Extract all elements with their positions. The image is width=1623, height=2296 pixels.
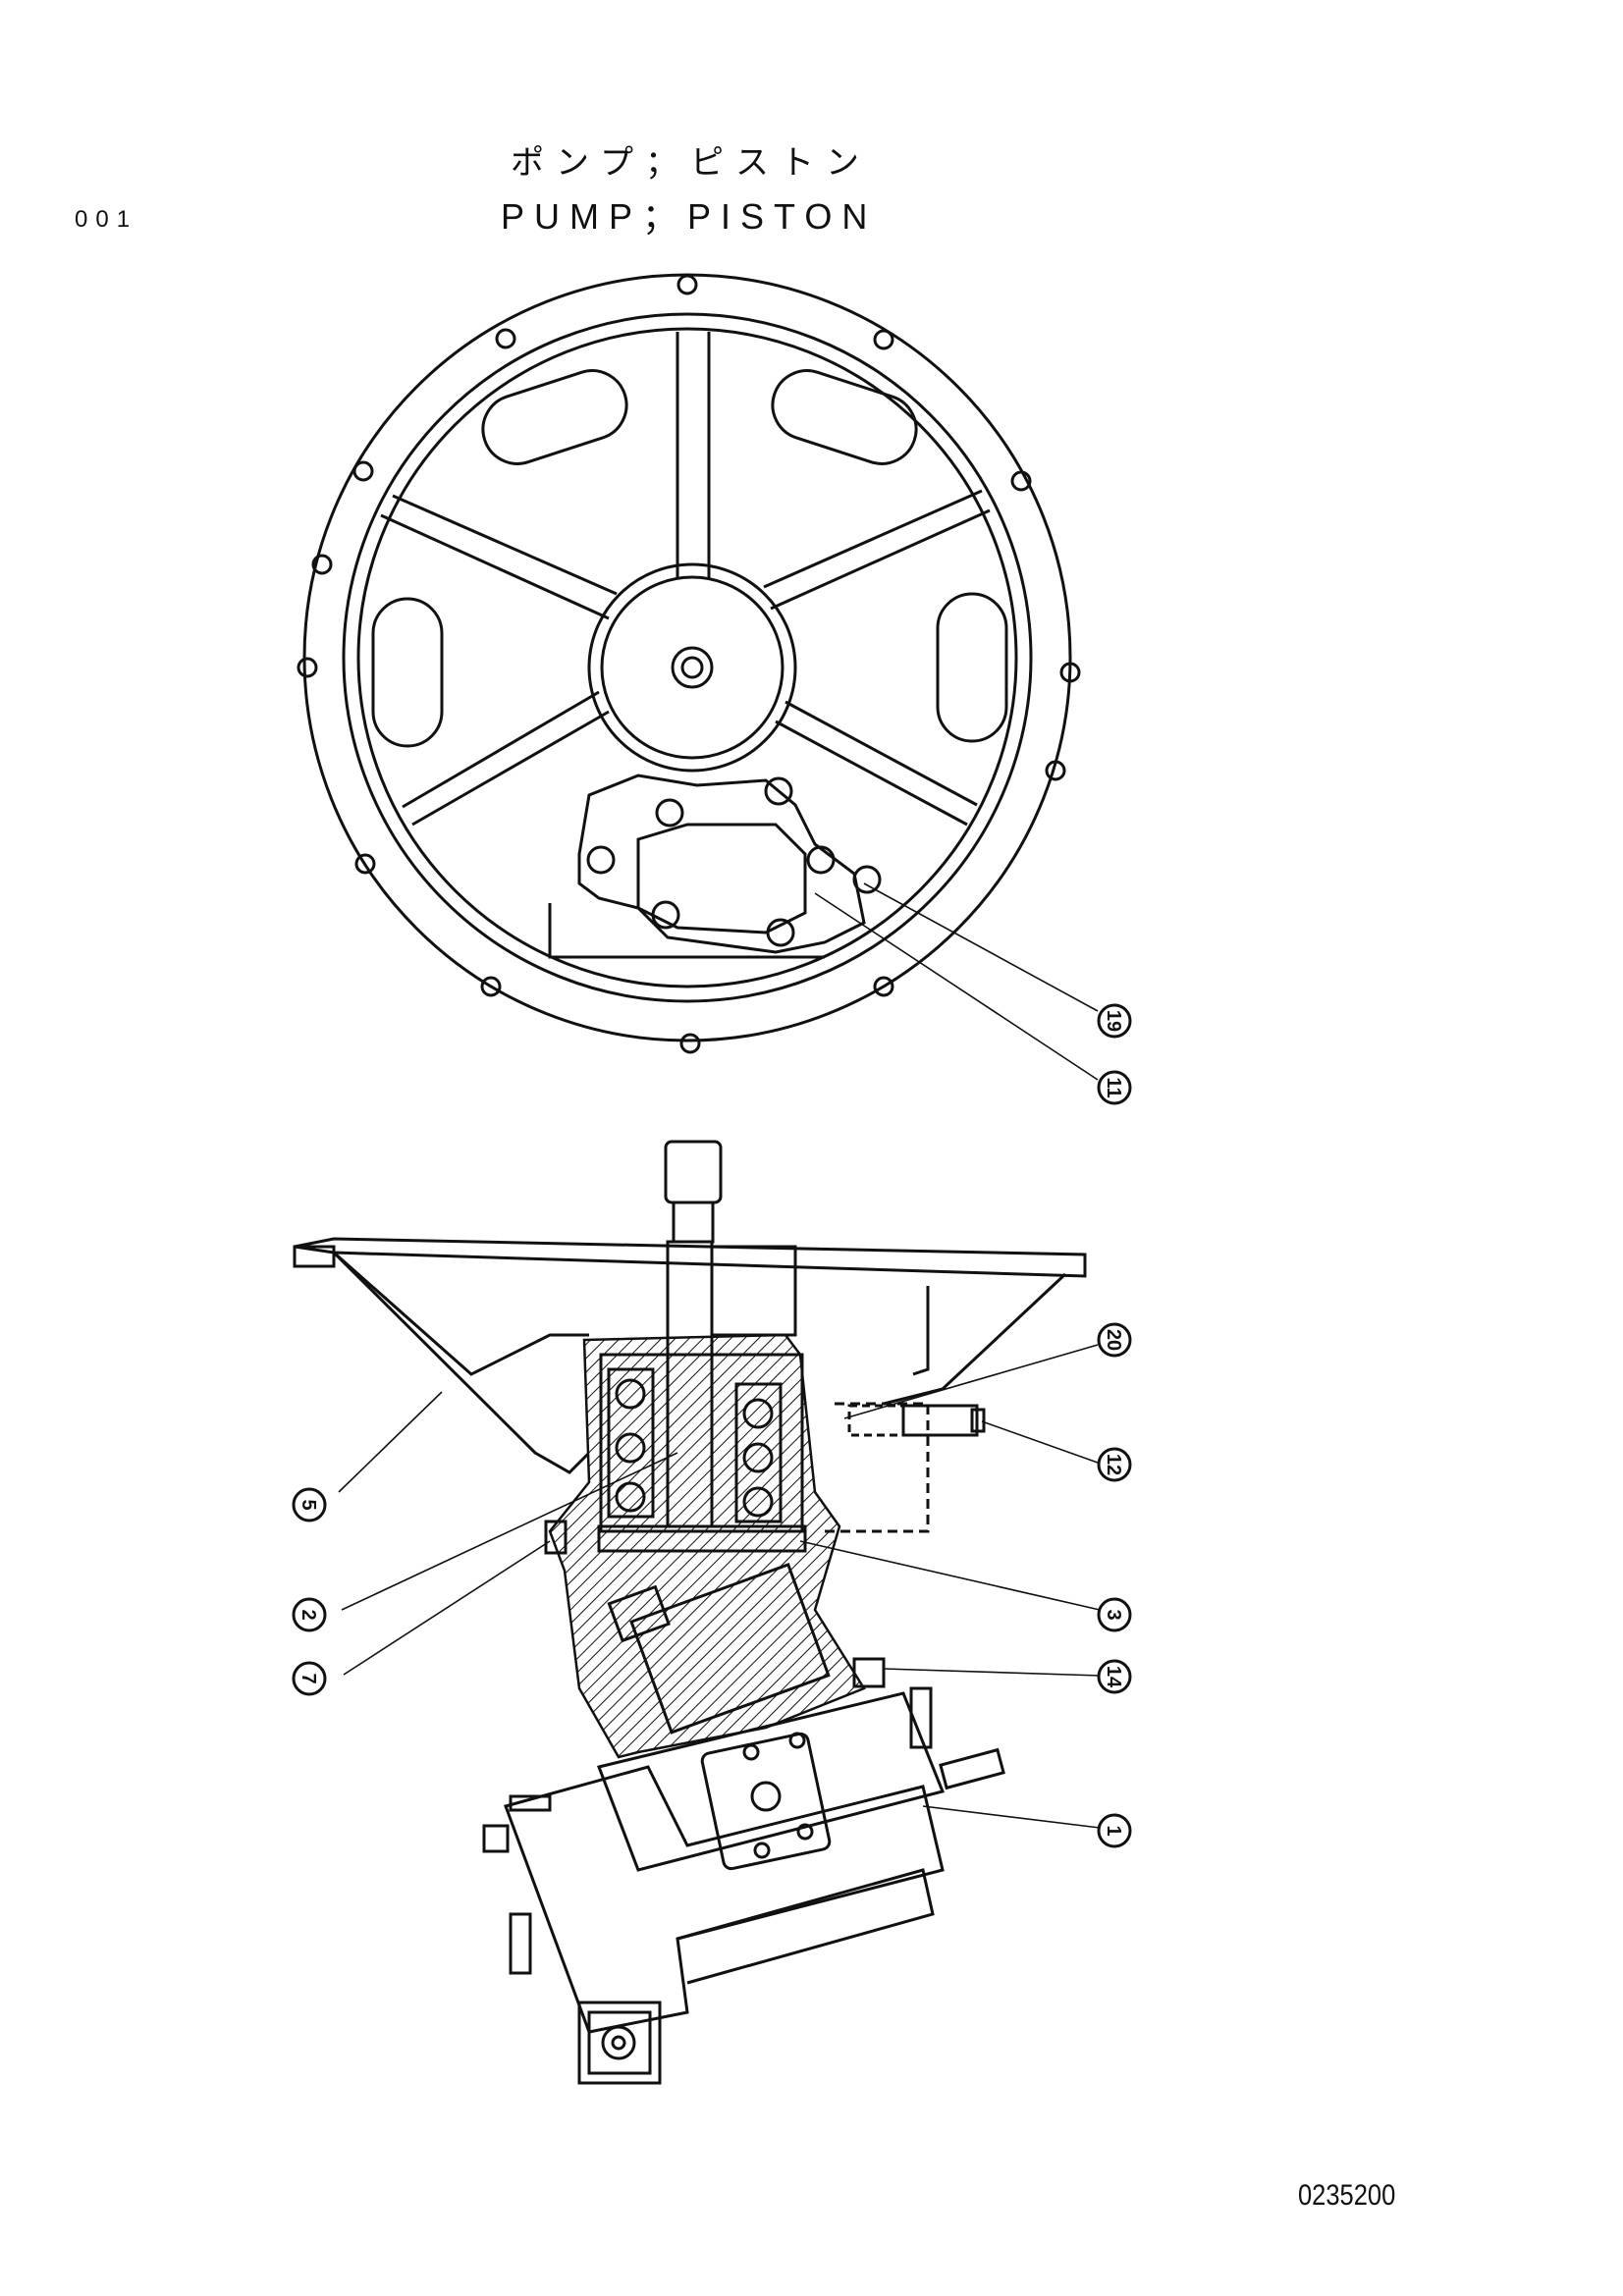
callout-14: 14 <box>1097 1659 1132 1694</box>
side-flange-plate <box>294 1237 1087 1278</box>
callout-11: 11 <box>1097 1070 1132 1105</box>
callout-3: 3 <box>1097 1597 1132 1632</box>
valve-body <box>504 1765 945 2034</box>
title-japanese: ポンプ；ピストン <box>511 143 871 183</box>
pump-body-section <box>548 1333 866 1759</box>
callout-12: 12 <box>1097 1447 1132 1482</box>
callout-19: 19 <box>1097 1003 1132 1039</box>
cylinder-block <box>607 1563 831 1735</box>
solenoid <box>577 2001 662 2085</box>
svg-text:1: 1 <box>1103 1825 1124 1836</box>
hub-inner <box>600 575 784 760</box>
svg-text:11: 11 <box>1103 1077 1124 1097</box>
svg-text:2: 2 <box>298 1609 319 1620</box>
top-view <box>297 273 1099 1081</box>
svg-text:20: 20 <box>1103 1329 1124 1351</box>
flange-bolt-holes <box>297 274 1081 1054</box>
page-code: 001 <box>75 206 138 233</box>
svg-text:3: 3 <box>1103 1609 1124 1620</box>
hub-outer <box>587 562 797 773</box>
svg-text:5: 5 <box>298 1499 319 1510</box>
callout-20: 20 <box>1097 1322 1132 1358</box>
callout-5: 5 <box>292 1487 327 1522</box>
svg-text:7: 7 <box>298 1673 319 1683</box>
svg-text:14: 14 <box>1103 1666 1124 1688</box>
flange-slots <box>371 369 1008 748</box>
callout-7: 7 <box>292 1661 327 1696</box>
bearings <box>607 1367 783 1523</box>
title-english: PUMP；PISTON <box>501 196 878 237</box>
flange-spokes <box>380 332 991 827</box>
callout-2: 2 <box>292 1597 327 1632</box>
drawing-number: 0235200 <box>1298 2179 1396 2212</box>
flange-inner-ring <box>342 312 1033 1003</box>
flange-rim <box>356 327 1018 988</box>
shaft-center <box>671 646 714 689</box>
mount-bolt-holes <box>586 776 882 947</box>
side-view <box>293 1140 1101 2085</box>
callout-1: 1 <box>1097 1813 1132 1848</box>
svg-text:12: 12 <box>1103 1454 1124 1475</box>
svg-text:19: 19 <box>1103 1010 1124 1032</box>
pump-mount-plate <box>577 774 866 954</box>
port-block <box>596 1691 946 1872</box>
